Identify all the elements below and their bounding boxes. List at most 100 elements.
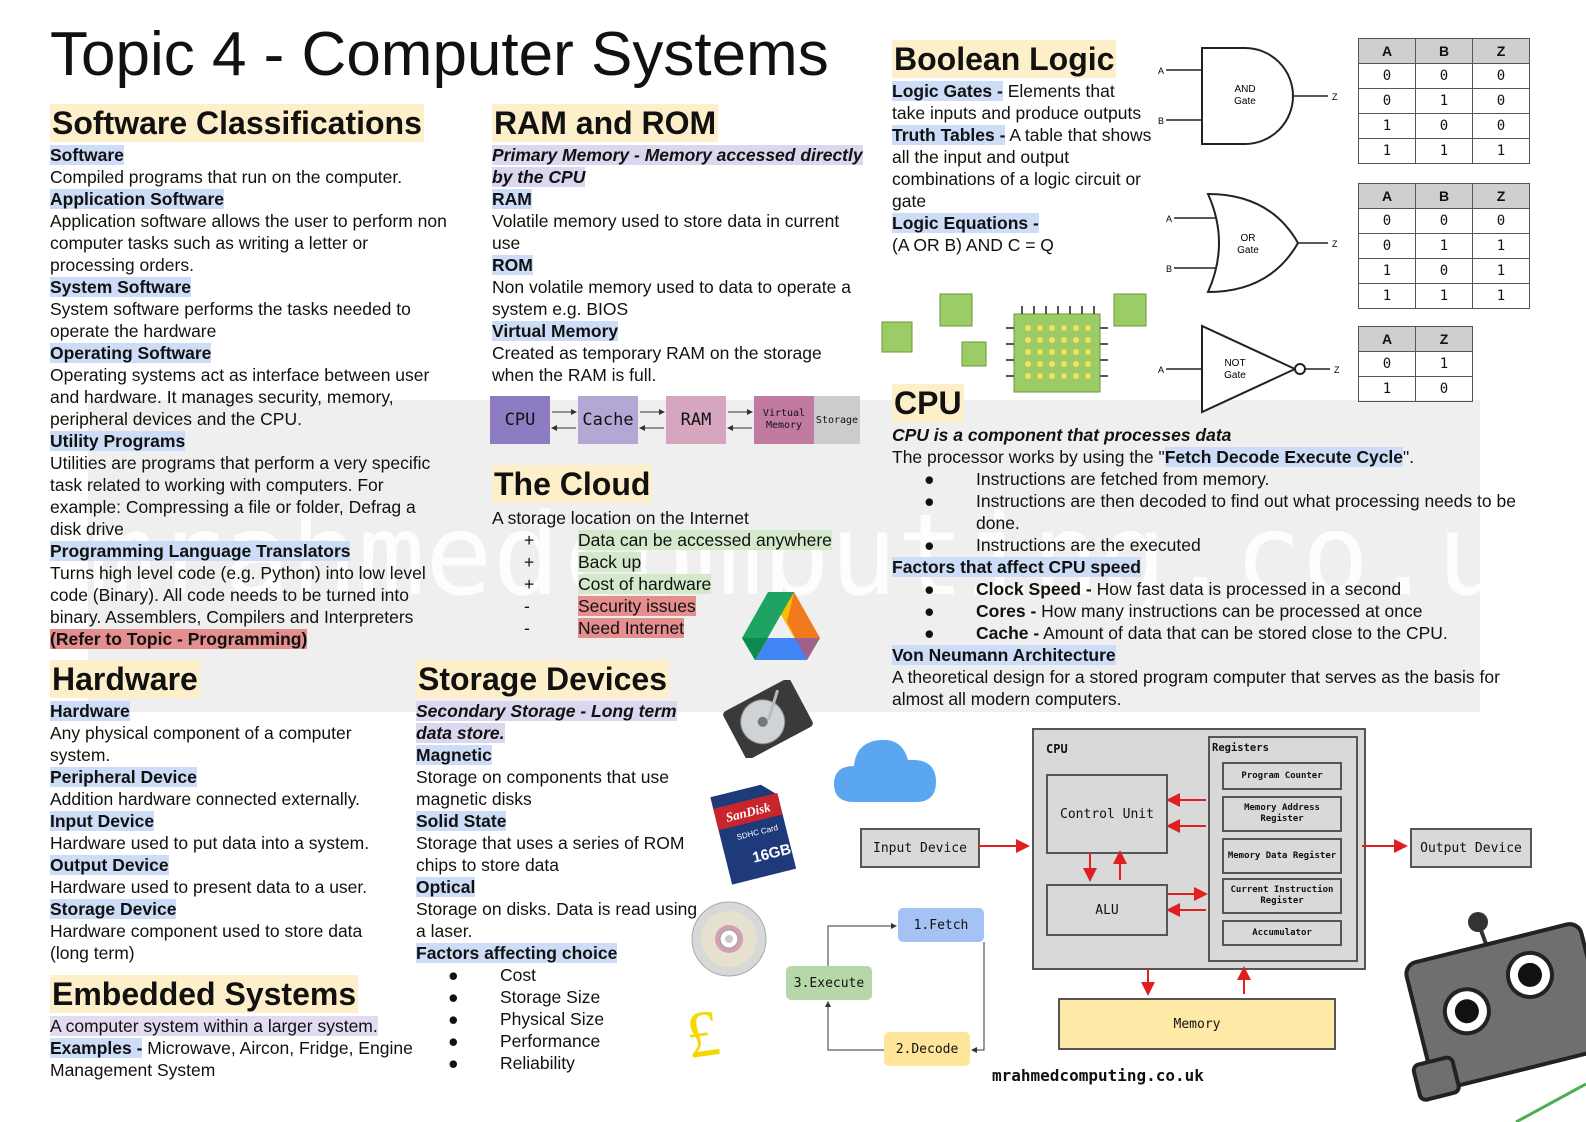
system-software-text: System software performs the tasks neede… [50,299,411,341]
application-software-text: Application software allows the user to … [50,211,447,275]
vn-program-counter: Program Counter [1222,762,1342,790]
software-text: Compiled programs that run on the comput… [50,167,403,187]
storage-factors-label: Factors affecting choice [416,943,618,963]
boolean-list: Logic Gates - Elements that take inputs … [892,80,1152,256]
cpu-factors-label: Factors that affect CPU speed [892,557,1141,577]
refer-note: (Refer to Topic - Programming) [50,629,308,649]
storage-heading: Storage Devices [416,660,670,698]
optical-label: Optical [416,877,476,897]
examples-text: Microwave, Aircon, Fridge, Engine Manage… [50,1038,413,1080]
not-input-a: A [1158,365,1164,375]
embedded-heading: Embedded Systems [50,975,359,1013]
output-device-label: Output Device [50,855,169,875]
list-item: ●Instructions are fetched from memory. [924,469,1270,489]
hardware-list: Hardware Any physical component of a com… [50,700,400,964]
vn-input-device: Input Device [860,828,980,868]
and-input-a: A [1158,66,1164,76]
peripheral-device-label: Peripheral Device [50,767,197,787]
cpu-factors-list: ●Clock Speed - How fast data is processe… [892,578,1532,644]
cloud-pros: +Data can be accessed anywhere +Back up … [492,529,864,639]
solid-state-label: Solid State [416,811,507,831]
list-item: ●Clock Speed - How fast data is processe… [924,579,1402,599]
boolean-heading: Boolean Logic [892,40,1117,78]
cpu-subtitle: CPU is a component that processes data [892,425,1232,445]
not-gate-diagram: A Z NOT Gate [1158,324,1340,414]
ram-rom-heading: RAM and ROM [492,104,719,142]
utility-programs-text: Utilities are programs that perform a ve… [50,453,431,539]
magnetic-text: Storage on components that use magnetic … [416,767,669,809]
cloud-intro: A storage location on the Internet [492,508,749,528]
or-gate-label-2: Gate [1237,245,1259,256]
and-gate-label-2: Gate [1234,96,1256,107]
fde-execute: 3.Execute [786,966,872,1000]
hierarchy-cpu: CPU [490,396,550,444]
software-list: Software Compiled programs that run on t… [50,144,450,650]
cpu-intro: The processor works by using the " [892,447,1165,467]
truth-tables-label: Truth Tables - [892,125,1006,145]
cpu-intro-end: ". [1403,447,1415,467]
truth-tables-text: A table that shows all the input and out… [892,125,1152,211]
cpu-chips-icon [881,293,1147,393]
and-input-b: B [1158,116,1164,126]
icloud-icon [834,739,936,802]
cpu-list: CPU is a component that processes data T… [892,424,1532,710]
and-gate-diagram: A B Z AND Gate [1158,47,1338,145]
utility-programs-label: Utility Programs [50,431,186,451]
hard-disk-icon [723,680,813,758]
vn-accumulator: Accumulator [1222,920,1342,946]
list-item: ●Storage Size [448,987,601,1007]
or-input-a: A [1166,214,1172,224]
and-output: Z [1332,92,1338,102]
list-item: ●Cores - How many instructions can be pr… [924,601,1423,621]
logic-gates-label: Logic Gates - [892,81,1003,101]
embedded-section: Embedded Systems A computer system withi… [50,975,420,1081]
robot-mascot-icon [1404,912,1586,1122]
cpu-section: CPU CPU is a component that processes da… [892,384,1532,710]
application-software-label: Application Software [50,189,225,209]
or-input-b: B [1166,264,1172,274]
vn-registers-label: Registers [1212,742,1269,754]
footer-url: mrahmedcomputing.co.uk [992,1066,1204,1085]
cloud-list: A storage location on the Internet +Data… [492,507,864,639]
cloud-con-item: -Security issues [524,596,696,616]
vn-memory: Memory [1058,998,1336,1050]
logic-equations-label: Logic Equations - [892,213,1039,233]
cloud-drive-icon [742,592,820,660]
cloud-pro-item: +Data can be accessed anywhere [524,530,832,550]
list-item: ●Performance [448,1031,601,1051]
vn-cpu-box [1032,728,1366,970]
optical-disc-icon [691,901,767,977]
system-software-label: System Software [50,277,192,297]
logic-gates-text: Elements that take inputs and produce ou… [892,81,1142,123]
hardware-heading: Hardware [50,660,200,698]
rom-text: Non volatile memory used to data to oper… [492,277,851,319]
examples-label: Examples - [50,1038,143,1058]
primary-memory-subtitle: Primary Memory - Memory accessed directl… [492,145,863,187]
cloud-pro-item: +Back up [524,552,642,572]
list-item: ●Instructions are then decoded to find o… [924,491,1516,533]
storage-section: Storage Devices Secondary Storage - Long… [416,660,706,1074]
hierarchy-virtual-memory: Virtual Memory [754,396,814,444]
vn-output-device: Output Device [1410,828,1532,868]
virtual-memory-text: Created as temporary RAM on the storage … [492,343,822,385]
logic-equation: (A OR B) AND C = Q [892,235,1054,255]
fde-decode: 2.Decode [884,1032,970,1066]
hierarchy-storage: Storage [814,396,860,444]
cloud-heading: The Cloud [492,465,653,503]
storage-factors-list: ●Cost ●Storage Size ●Physical Size ●Perf… [416,964,706,1074]
software-label: Software [50,145,124,165]
rom-label: ROM [492,255,533,275]
cloud-pro-item: +Cost of hardware [524,574,712,594]
vn-mar: Memory Address Register [1222,796,1342,832]
hierarchy-cache: Cache [578,396,638,444]
